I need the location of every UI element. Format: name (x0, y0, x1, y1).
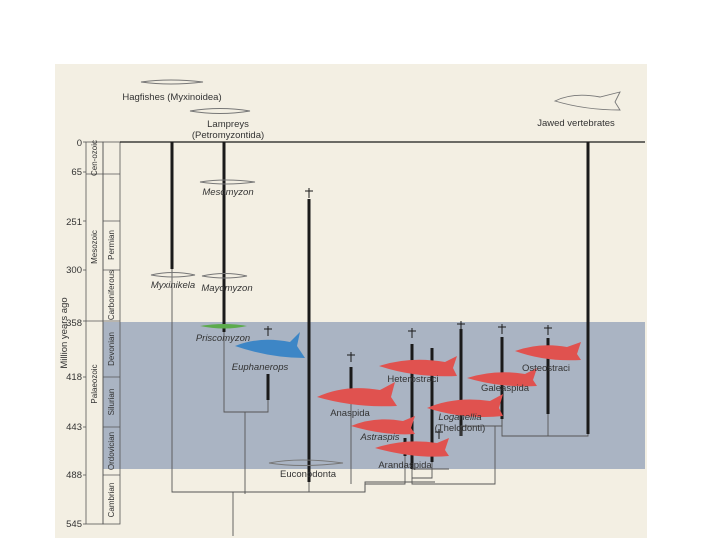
label-petromyzontida: (Petromyzontida) (192, 130, 264, 141)
label-hagfishes: Hagfishes (Myxinoidea) (122, 92, 221, 103)
label-thelodonti: (Thelodonti) (435, 423, 486, 434)
period-silurian: Silurian (107, 389, 116, 416)
label-mesomyzon: Mesomyzon (202, 187, 253, 198)
label-jawed-vertebrates: Jawed vertebrates (537, 118, 615, 129)
label-heterostraci: Heterostraci (387, 374, 438, 385)
red-fish-drawings (317, 342, 581, 457)
label-osteostraci: Osteostraci (522, 363, 570, 374)
arandaspida-fish (375, 438, 449, 457)
tick-label: 251 (66, 217, 82, 228)
osteostraci-fish (515, 342, 581, 361)
era-mesozoic: Mesozoic (90, 230, 99, 264)
label-mayomyzon: Mayomyzon (201, 283, 252, 294)
anaspida-fish (317, 382, 397, 407)
phylogeny-diagram: Cen-ozoic Mesozoic Palaeozoic Permian Ca… (59, 79, 645, 536)
tick-label: 65 (71, 167, 82, 178)
label-astraspis: Astraspis (359, 432, 399, 443)
era-cenozoic: Cen-ozoic (90, 140, 99, 176)
period-cambrian: Cambrian (107, 483, 116, 518)
era-palaeozoic: Palaeozoic (90, 364, 99, 403)
tick-label: 0 (77, 138, 82, 149)
label-loganellia: Loganellia (438, 412, 481, 423)
tick-label: 418 (66, 372, 82, 383)
y-axis-label: Million years ago (59, 297, 70, 368)
grey-fish-drawings (140, 79, 621, 466)
galeaspida-fish (467, 368, 537, 387)
period-carboniferous: Carboniferous (107, 270, 116, 320)
heterostraci-fish (379, 356, 457, 377)
astraspis-fish (351, 416, 415, 435)
label-galeaspida: Galeaspida (481, 383, 530, 394)
tick-label: 488 (66, 470, 82, 481)
label-priscomyzon: Priscomyzon (196, 333, 250, 344)
extinction-daggers (264, 188, 552, 439)
label-myxinikela: Myxinikela (151, 280, 195, 291)
phylogeny-figure: Cen-ozoic Mesozoic Palaeozoic Permian Ca… (55, 64, 647, 538)
label-euphanerops: Euphanerops (232, 362, 289, 373)
period-ordovician: Ordovician (107, 432, 116, 470)
label-lampreys: Lampreys (207, 119, 249, 130)
tick-label: 545 (66, 519, 82, 530)
label-euconodonta: Euconodonta (280, 469, 337, 480)
period-permian: Permian (107, 230, 116, 260)
tree-branches (171, 269, 589, 536)
euphanerops-fish (235, 332, 305, 358)
tick-label: 300 (66, 265, 82, 276)
loganellia-fish (427, 394, 503, 417)
period-devonian: Devonian (107, 332, 116, 366)
label-anaspida: Anaspida (330, 408, 370, 419)
label-arandaspida: Arandaspida (378, 460, 432, 471)
tick-label: 358 (66, 318, 82, 329)
priscomyzon-fish (200, 324, 247, 329)
geologic-column (85, 141, 121, 525)
tick-label: 443 (66, 422, 82, 433)
